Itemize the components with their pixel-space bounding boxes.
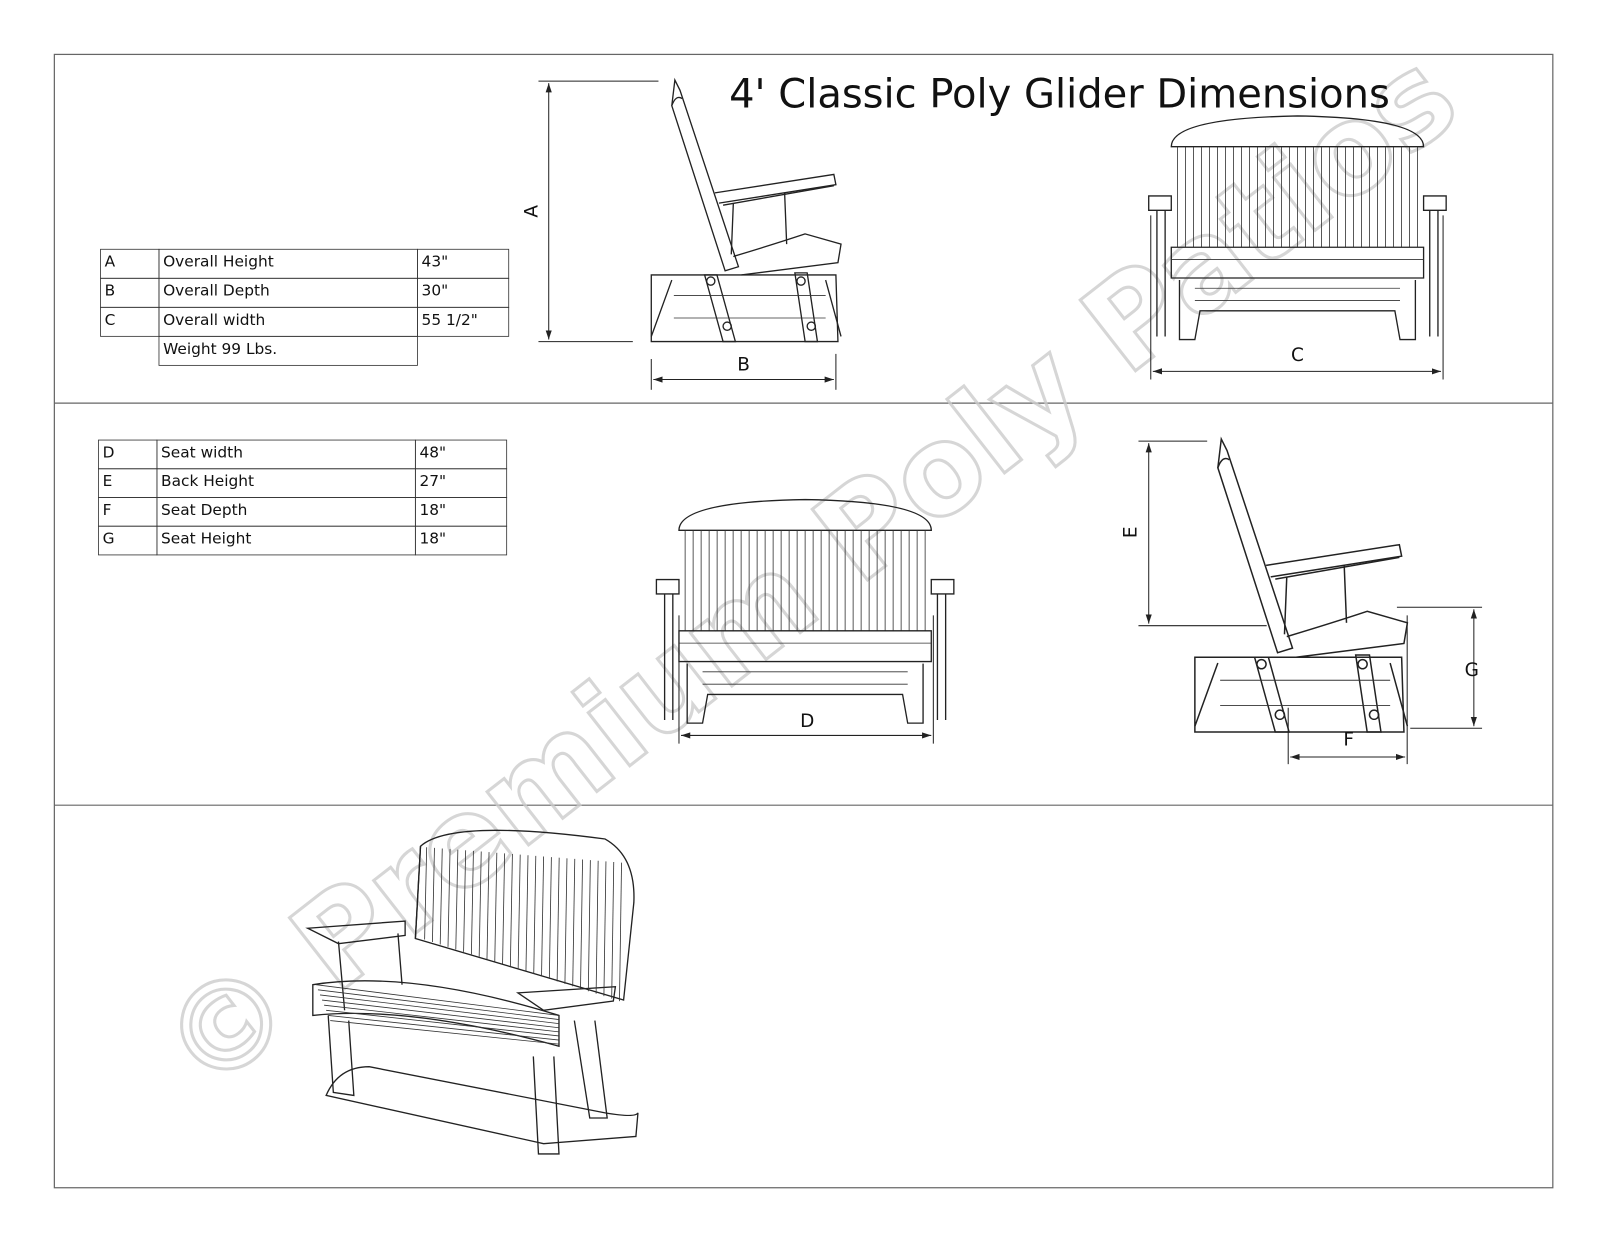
dimension-name: Seat Height: [161, 530, 251, 548]
overall-dimensions-table: A Overall Height 43" B Overall Depth 30" C Over…: [100, 248, 510, 366]
dimension-key: C: [105, 311, 116, 329]
table-row: B Overall Depth 30": [100, 277, 510, 308]
dimension-label-f: F: [1343, 730, 1354, 751]
dimension-label-g: G: [1465, 660, 1479, 681]
dimension-value: 18": [419, 501, 446, 519]
table-row: C Overall width 55 1/2": [100, 306, 510, 337]
dimension-name: Overall width: [163, 311, 265, 329]
dimension-value: 30": [422, 282, 449, 300]
dimension-label-b: B: [737, 354, 750, 375]
dimension-key: B: [105, 282, 116, 300]
dimension-value: 48": [419, 443, 446, 461]
dimension-name: Overall Height: [163, 253, 274, 271]
dimension-label-e: E: [1120, 527, 1141, 539]
dimension-key: F: [103, 501, 112, 519]
dimension-name: Overall Depth: [163, 282, 270, 300]
table-row: E Back Height 27": [98, 468, 508, 498]
seat-dimensions-table: D Seat width 48" E Back Height 27" F Seat Depth…: [98, 439, 508, 556]
dimension-value: 55 1/2": [422, 311, 478, 329]
dimension-label-a: A: [521, 205, 542, 218]
dimension-c: C: [1150, 215, 1444, 380]
dimension-value: 27": [419, 472, 446, 490]
dimension-f: F: [1287, 615, 1408, 765]
dimension-d: D: [678, 615, 934, 744]
table-row: F Seat Depth 18": [98, 497, 508, 527]
page-title: 4' Classic Poly Glider Dimensions: [729, 72, 1390, 118]
table-row: G Seat Height 18": [98, 525, 508, 556]
dimension-label-c: C: [1291, 345, 1304, 366]
table-row: D Seat width 48": [98, 439, 508, 470]
dimension-a: A: [521, 80, 659, 343]
dimension-e: E: [1120, 440, 1267, 627]
dimension-key: G: [103, 530, 115, 548]
dimension-g: G: [1396, 606, 1483, 729]
dimension-key: D: [103, 443, 115, 461]
table-row: A Overall Height 43": [100, 248, 510, 279]
table-row: Weight 99 Lbs.: [158, 335, 418, 366]
dimension-value: 18": [419, 530, 446, 548]
dimension-name: Seat Depth: [161, 501, 247, 519]
side-view-drawing: [650, 77, 842, 343]
dimension-name: Weight 99 Lbs.: [163, 340, 277, 358]
dimension-value: 43": [422, 253, 449, 271]
front-view-drawing: [1148, 115, 1447, 341]
dimension-name: Back Height: [161, 472, 254, 490]
dimension-name: Seat width: [161, 443, 243, 461]
dimension-b: B: [650, 353, 837, 390]
isometric-view-drawing: [305, 829, 639, 1155]
side-view-drawing-seat: [1194, 436, 1409, 733]
dimension-key: E: [103, 472, 113, 490]
dimension-label-d: D: [800, 711, 814, 732]
dimension-key: A: [105, 253, 116, 271]
sheet-border: [53, 53, 1554, 1189]
